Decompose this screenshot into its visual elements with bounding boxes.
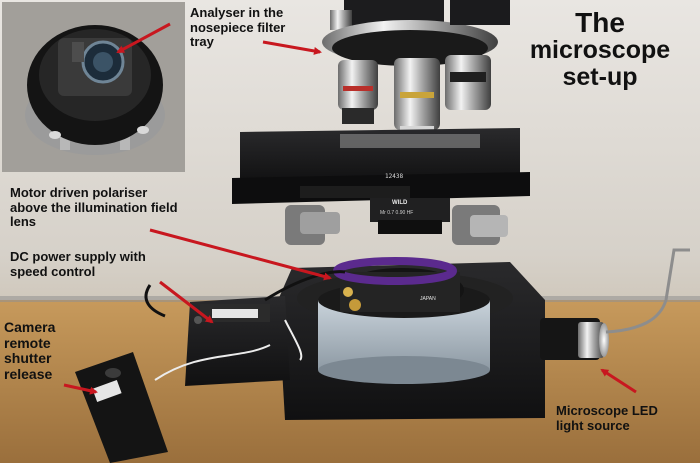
analyser-inset-photo [2,2,185,172]
label-led-source: Microscope LED light source [556,403,658,433]
title-line-3: set-up [562,62,638,91]
arrow-polariser [149,228,332,281]
objective-spec-marking: Mr 0.7 0.90 HF [380,210,413,216]
arrow-led [600,368,637,394]
stage-serial-number: 12438 [385,173,403,180]
microscope-base: JAPAN [278,257,545,420]
brand-marking: WILD [392,200,408,206]
label-camera-remote: Camera remote shutter release [4,319,56,383]
label-power-supply: DC power supply with speed control [10,249,146,279]
arrow-power [159,280,214,324]
condenser-and-focus: WILD Mr 0.7 0.90 HF [285,198,508,245]
title-line-1: The [575,7,625,38]
polariser-marking: JAPAN [420,296,436,302]
arrow-nosepiece [262,40,322,55]
led-light-source [540,248,690,360]
arrow-analyser [116,22,171,54]
annotation-arrows [63,22,637,395]
slide-title: The microscope set-up [510,8,690,90]
microscope-stage: 12438 [232,128,530,204]
camera-remote-shutter [75,344,271,463]
title-line-2: microscope [529,36,671,65]
label-polariser: Motor driven polariser above the illumin… [10,185,178,230]
arrow-camera [63,383,98,395]
label-analyser: Analyser in the nosepiece filter tray [190,5,286,50]
